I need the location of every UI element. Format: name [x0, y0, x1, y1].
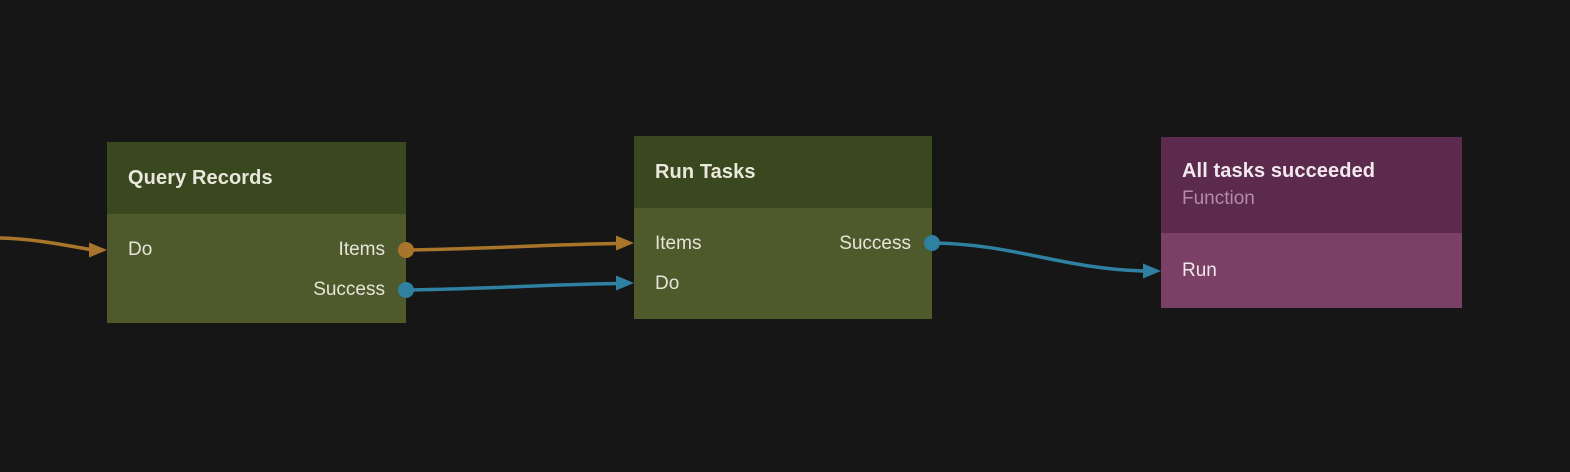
- input-port-label-do: Do: [128, 239, 153, 260]
- port-row: Do Items: [107, 230, 406, 270]
- node-query-records-header[interactable]: Query Records: [107, 142, 406, 214]
- node-query-records-body: Do Items Success: [107, 214, 406, 323]
- port-row: Do: [634, 264, 932, 304]
- input-port-label-run: Run: [1182, 260, 1217, 281]
- node-title: All tasks succeeded: [1182, 160, 1376, 182]
- node-all-tasks-succeeded[interactable]: All tasks succeeded Function Run: [1161, 137, 1462, 308]
- node-query-records[interactable]: Query Records Do Items Success: [107, 142, 406, 323]
- output-port-label-items: Items: [338, 239, 385, 260]
- port-row: Success: [107, 270, 406, 310]
- input-port-arrow-run[interactable]: [1143, 263, 1161, 279]
- input-port-arrow-do[interactable]: [89, 242, 107, 258]
- edge-success-to-run[interactable]: [924, 235, 1161, 279]
- output-port-label-success: Success: [839, 233, 911, 254]
- node-all-tasks-header[interactable]: All tasks succeeded Function: [1161, 137, 1462, 233]
- port-row: Items Success: [634, 224, 932, 264]
- node-subtitle: Function: [1182, 188, 1255, 209]
- node-run-tasks[interactable]: Run Tasks Items Success Do: [634, 136, 932, 319]
- node-title: Query Records: [128, 167, 273, 189]
- node-title: Run Tasks: [655, 161, 756, 183]
- edge-success-to-do[interactable]: [398, 275, 634, 299]
- input-port-label-do: Do: [655, 273, 680, 294]
- edge-offscreen-to-query-records-do[interactable]: [0, 236, 107, 258]
- node-run-tasks-header[interactable]: Run Tasks: [634, 136, 932, 208]
- edge-items-to-items[interactable]: [398, 235, 634, 259]
- output-port-label-success: Success: [313, 279, 385, 300]
- port-row: Run: [1161, 251, 1462, 291]
- node-run-tasks-body: Items Success Do: [634, 208, 932, 319]
- node-all-tasks-body: Run: [1161, 233, 1462, 308]
- input-port-label-items: Items: [655, 233, 702, 254]
- input-port-arrow-do2[interactable]: [616, 275, 634, 291]
- input-port-arrow-items[interactable]: [616, 235, 634, 251]
